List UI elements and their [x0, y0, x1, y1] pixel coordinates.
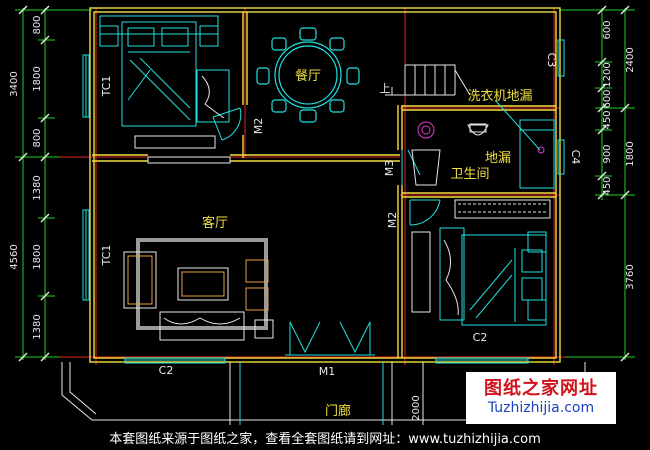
dim-right-outer-mid: 1800	[625, 141, 636, 166]
dim-right-seg-4: 450	[602, 110, 613, 129]
dim-right-seg-6: 450	[602, 176, 613, 195]
tag-c2-left: C2	[159, 364, 174, 377]
label-floor-drain: 地漏	[485, 150, 511, 166]
label-up: 上	[380, 82, 391, 95]
left-dimension-lines	[15, 8, 92, 360]
dim-porch-depth: 2000	[411, 395, 422, 420]
watermark-title: 图纸之家网址	[484, 378, 598, 399]
axis-lines	[60, 8, 565, 365]
dim-right-outer-top: 2400	[625, 47, 636, 72]
right-dimension-ticks	[597, 5, 630, 362]
tag-m1: M1	[319, 365, 336, 378]
dim-right-seg-5: 900	[602, 144, 613, 163]
dim-left-seg-2: 1800	[32, 66, 43, 91]
living-room-furniture	[123, 238, 274, 341]
tag-tc1-top: TC1	[100, 76, 113, 98]
label-porch: 门廊	[325, 403, 351, 419]
label-living-room: 客厅	[202, 215, 228, 231]
label-washer-drain: 洗衣机地漏	[467, 88, 532, 104]
tag-c3: C3	[545, 53, 558, 68]
doors	[212, 107, 441, 356]
watermark-box: 图纸之家网址 Tuzhizhijia.com	[466, 372, 616, 424]
bed-bottom-right	[411, 199, 551, 326]
tag-m2-mid: M2	[386, 212, 399, 229]
dim-left-seg-5: 1800	[32, 244, 43, 269]
footer-notice: 本套图纸来源于图纸之家，查看全套图纸请到网址：www.tuzhizhijia.c…	[109, 432, 541, 447]
tag-c2-right: C2	[473, 331, 488, 344]
dim-left-outer-bottom: 4560	[9, 244, 20, 269]
walls	[89, 7, 561, 363]
label-dining-room: 餐厅	[295, 68, 321, 84]
tag-m2-top: M2	[252, 118, 265, 135]
tag-c4: C4	[569, 150, 582, 165]
dim-left-seg-4: 1380	[32, 175, 43, 200]
dim-right-seg-2: 1200	[602, 62, 613, 87]
left-dimension-ticks	[18, 5, 50, 362]
windows	[82, 39, 565, 364]
tag-m3: M3	[383, 160, 396, 177]
right-dimension-lines	[560, 8, 635, 360]
dim-left-seg-3: 800	[32, 128, 43, 147]
dim-left-seg-6: 1380	[32, 314, 43, 339]
dim-left-seg-1: 800	[32, 15, 43, 34]
dim-right-seg-3: 600	[602, 89, 613, 108]
porch-lines-cyan	[239, 362, 384, 425]
dining-table	[256, 27, 360, 123]
stairs	[385, 64, 471, 96]
dim-right-outer-bottom: 3760	[625, 264, 636, 289]
tag-tc1-bottom: TC1	[100, 245, 113, 267]
dim-left-outer-top: 3400	[9, 71, 20, 96]
bathroom-fixtures	[411, 99, 555, 189]
watermark-url: Tuzhizhijia.com	[487, 400, 595, 416]
label-bathroom: 卫生间	[450, 167, 489, 182]
bed-top-left	[99, 15, 230, 149]
dim-right-seg-1: 600	[602, 20, 613, 39]
